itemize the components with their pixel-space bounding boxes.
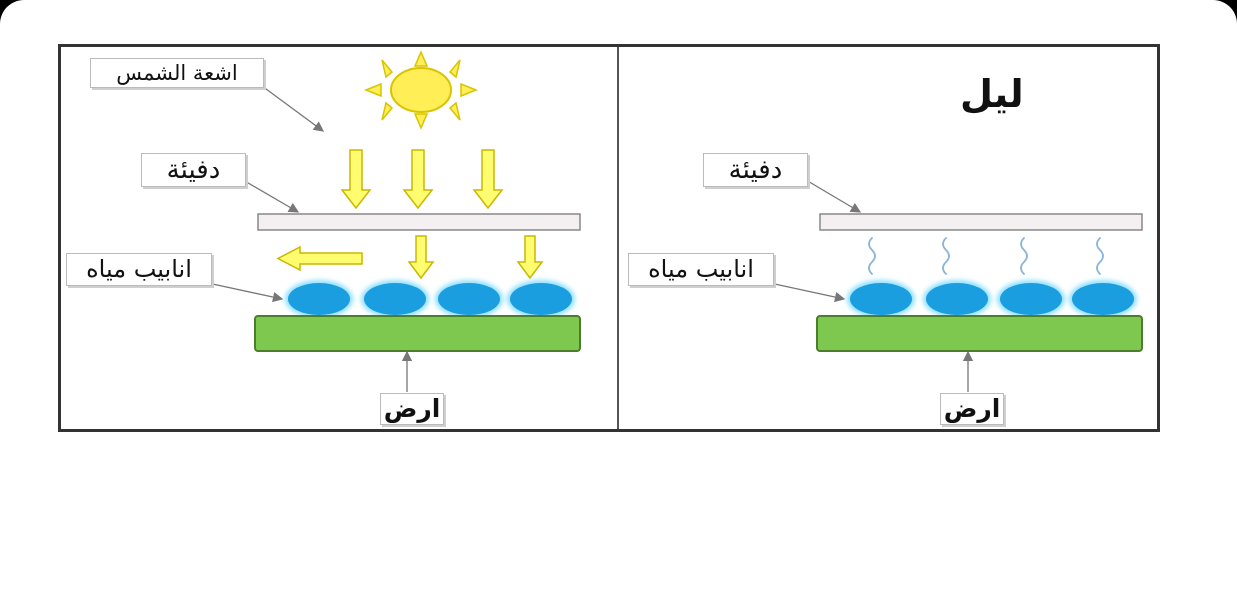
greenhouse-label: دفيئة [703, 153, 808, 187]
ground-block [816, 315, 1143, 352]
water-pipe [364, 283, 426, 315]
heat-wave [1020, 237, 1028, 275]
sunlight-arrow [516, 235, 544, 280]
water-pipe [850, 283, 912, 315]
sunlight-arrow [472, 149, 504, 210]
water-pipe [926, 283, 988, 315]
sun-label-pointer [261, 85, 325, 132]
water-pipe [510, 283, 572, 315]
diagram-frame [58, 44, 1160, 432]
pipes-label-pointer [207, 282, 284, 303]
reflected-heat-arrow [276, 245, 363, 272]
ground-label: ارض [380, 393, 444, 425]
water-pipes-label: انابيب مياه [66, 253, 212, 286]
water-pipe [288, 283, 350, 315]
sunlight-arrow [407, 235, 435, 280]
panel-divider [617, 47, 619, 429]
water-pipes [285, 280, 575, 318]
sun-rays-label: اشعة الشمس [90, 58, 264, 88]
greenhouse-roof [257, 213, 581, 231]
ground-block [254, 315, 581, 352]
greenhouse-label-pointer [805, 179, 862, 213]
pipes-label-pointer [769, 282, 846, 303]
ground-label: ارض [940, 393, 1004, 425]
greenhouse-roof [819, 213, 1143, 231]
greenhouse-label-pointer [242, 179, 300, 213]
water-pipe [1000, 283, 1062, 315]
water-pipes-label: انابيب مياه [628, 253, 774, 286]
heat-wave [942, 237, 950, 275]
sunlight-arrow [402, 149, 434, 210]
greenhouse-label: دفيئة [141, 153, 246, 187]
heat-wave [1096, 237, 1104, 275]
water-pipes [847, 280, 1137, 318]
water-pipe [438, 283, 500, 315]
sun-icon [363, 50, 479, 130]
heat-wave [868, 237, 876, 275]
water-pipe [1072, 283, 1134, 315]
night-title: ليل [960, 72, 1024, 116]
sunlight-arrow [340, 149, 372, 210]
